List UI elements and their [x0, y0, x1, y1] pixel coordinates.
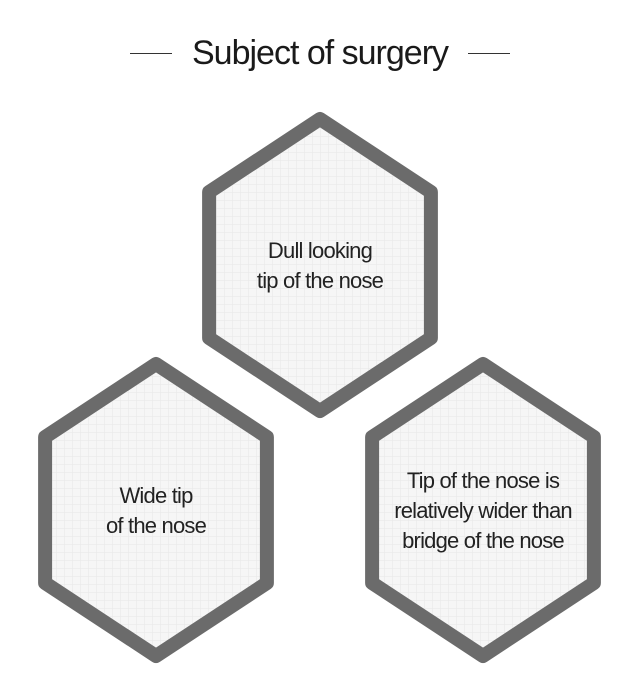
title-right-rule — [468, 52, 511, 54]
hexagon-border — [38, 357, 274, 663]
hexagon-grid — [209, 119, 431, 411]
hexagon-grid — [45, 364, 267, 656]
hexagon-1-label-line: Dull looking — [268, 238, 372, 263]
title-left-rule — [129, 52, 172, 54]
hexagon-border — [202, 112, 438, 418]
hexagon-grid — [372, 364, 594, 656]
hexagon-3-label-line: Tip of the nose is — [407, 468, 560, 493]
hexagon-3-label-line: bridge of the nose — [402, 528, 564, 553]
hexagon-2: Wide tip of the nose — [38, 357, 274, 663]
hexagon-border — [365, 357, 601, 663]
title-row: Subject of surgery — [0, 28, 640, 78]
hexagon-3: Tip of the nose is relatively wider than b… — [365, 357, 601, 663]
hexagon-2-label-line: of the nose — [106, 513, 207, 538]
hexagon-2-label-line: Wide tip — [119, 483, 193, 508]
hexagon-3-label-line: relatively wider than — [394, 498, 572, 523]
page-title: Subject of surgery — [191, 33, 449, 72]
hexagon-1-label-line: tip of the nose — [257, 268, 384, 293]
hexagon-1: Dull looking tip of the nose — [202, 112, 438, 418]
